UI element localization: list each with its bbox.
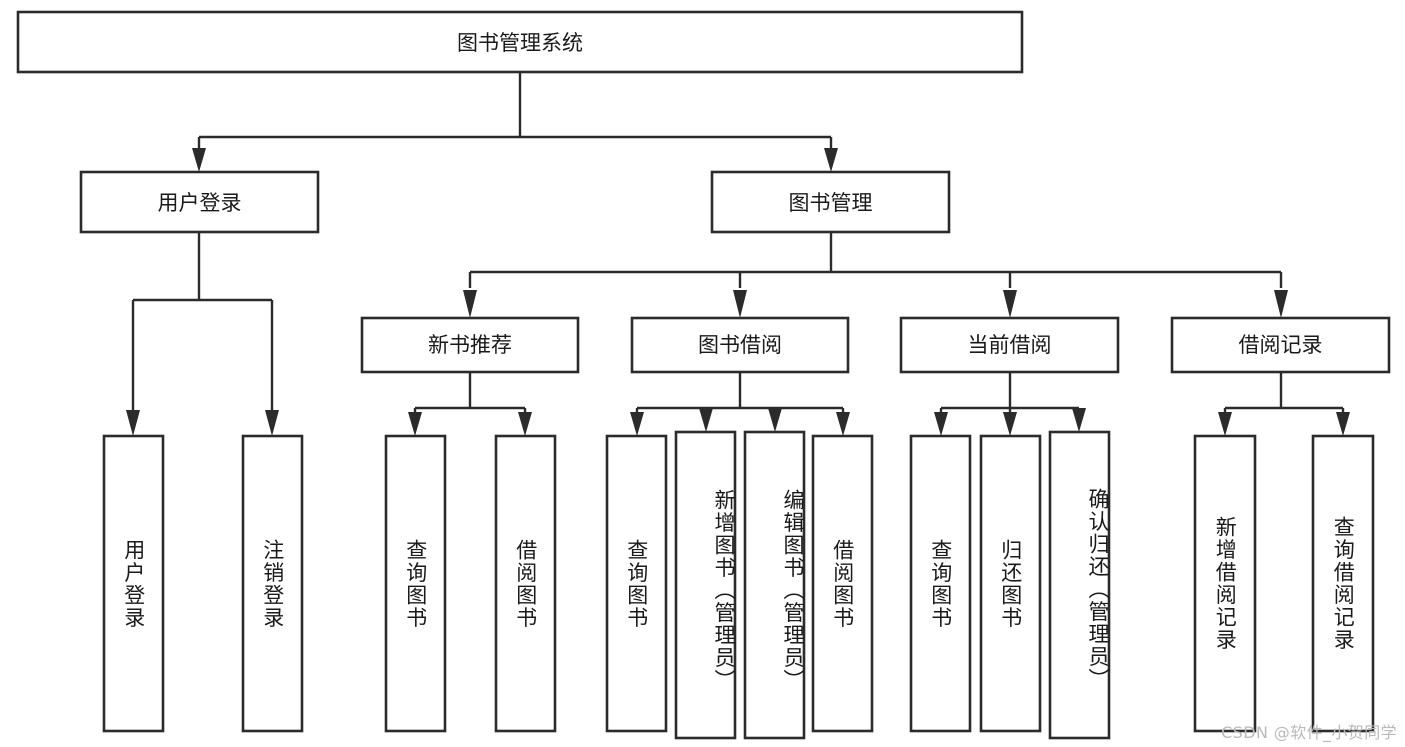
connector-root-to-level2 <box>192 72 838 172</box>
connector-currentborrow-to-leaves <box>934 372 1086 436</box>
leaf-box-newbook-query[interactable] <box>384 434 447 733</box>
node-current-borrow-label: 当前借阅 <box>968 333 1052 357</box>
leaf-box-current-confirm[interactable] <box>1048 430 1111 740</box>
connector-bookborrow-to-leaves <box>630 372 850 436</box>
node-new-book-recommend-label: 新书推荐 <box>428 333 512 357</box>
connector-bookmgmt-to-level3 <box>463 232 1288 318</box>
leaf-box-record-add[interactable] <box>1193 434 1257 733</box>
connector-borrowrecord-to-leaves <box>1218 372 1350 436</box>
node-borrow-record-label: 借阅记录 <box>1239 333 1323 357</box>
leaf-box-current-return[interactable] <box>979 434 1042 733</box>
node-borrow-record[interactable] <box>1170 316 1391 374</box>
node-new-book-recommend[interactable] <box>360 316 580 374</box>
leaf-box-borrow-lend[interactable] <box>811 434 874 733</box>
node-book-management[interactable] <box>710 170 951 234</box>
connector-userlogin-to-leaves <box>126 232 279 436</box>
node-root[interactable] <box>16 10 1024 74</box>
leaf-box-newbook-borrow[interactable] <box>494 434 557 733</box>
node-user-login[interactable] <box>79 170 320 234</box>
node-book-borrow[interactable] <box>630 316 850 374</box>
leaf-box-borrow-add[interactable] <box>674 430 737 740</box>
node-book-borrow-label: 图书借阅 <box>698 333 782 357</box>
connector-newbook-to-leaves <box>408 372 532 436</box>
watermark-text: CSDN @软件_小贺同学 <box>1221 723 1397 742</box>
leaf-box-borrow-query[interactable] <box>605 434 668 733</box>
leaf-box-user-login-login[interactable] <box>102 434 165 733</box>
leaf-box-user-login-logout[interactable] <box>241 434 304 733</box>
node-book-management-label: 图书管理 <box>789 191 873 215</box>
node-user-login-label: 用户登录 <box>158 191 242 215</box>
leaf-box-current-query[interactable] <box>909 434 972 733</box>
leaf-box-borrow-edit[interactable] <box>743 430 806 740</box>
leaf-box-record-query[interactable] <box>1311 434 1375 733</box>
node-current-borrow[interactable] <box>899 316 1120 374</box>
node-root-label: 图书管理系统 <box>457 31 583 55</box>
